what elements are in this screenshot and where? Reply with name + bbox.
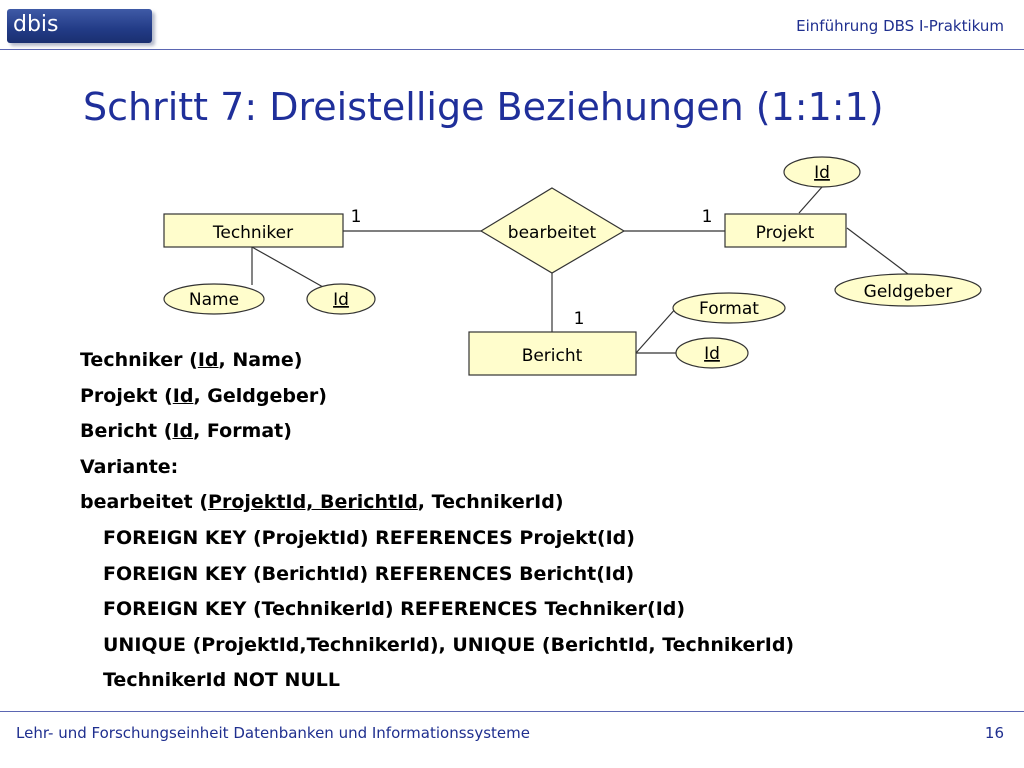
er-diagram: Techniker Projekt Bericht bearbeitet Nam… xyxy=(163,156,982,376)
variant-label: Variante: xyxy=(80,455,179,478)
header-rule xyxy=(0,49,1024,50)
edge-techniker-id xyxy=(251,246,324,288)
entity-techniker xyxy=(163,213,344,248)
constraint-line: UNIQUE (ProjektId,TechnikerId), UNIQUE (… xyxy=(103,633,795,656)
constraint-line: FOREIGN KEY (TechnikerId) REFERENCES Tec… xyxy=(103,598,686,621)
relationship-bearbeitet xyxy=(479,187,626,274)
attribute-bericht-format xyxy=(672,292,786,324)
slide-body: Techniker (Id, Name) Projekt (Id, Geldge… xyxy=(80,347,794,703)
attribute-bericht-format-label: Format xyxy=(699,299,759,319)
entity-projekt-label: Projekt xyxy=(756,223,815,243)
entity-bericht-label: Bericht xyxy=(522,346,583,366)
attribute-projekt-id xyxy=(783,156,861,188)
entity-bericht xyxy=(468,331,637,376)
attribute-projekt-geldgeber-label: Geldgeber xyxy=(864,282,953,302)
edge-bericht-format xyxy=(635,306,678,354)
logo-text: dbis xyxy=(13,12,59,37)
attribute-projekt-geldgeber xyxy=(834,273,982,307)
attribute-techniker-id xyxy=(306,283,376,315)
attribute-techniker-name xyxy=(163,283,265,315)
constraint-line: FOREIGN KEY (ProjektId) REFERENCES Proje… xyxy=(103,526,635,549)
cardinality-projekt: 1 xyxy=(702,207,713,227)
relation-bericht: Bericht (Id, Format) xyxy=(80,420,292,443)
edge-projekt-id xyxy=(798,186,823,214)
attribute-techniker-id-label: Id xyxy=(333,290,349,310)
constraint-line: FOREIGN KEY (BerichtId) REFERENCES Beric… xyxy=(103,562,635,585)
primary-key: Id xyxy=(172,384,194,407)
attribute-bericht-id-label: Id xyxy=(704,344,720,364)
edge-projekt-geldgeber xyxy=(846,227,909,275)
relation-techniker: Techniker (Id, Name) xyxy=(80,349,303,371)
attribute-techniker-name-label: Name xyxy=(189,290,239,310)
footer-rule xyxy=(0,711,1024,712)
page-number: 16 xyxy=(984,724,1004,742)
attribute-bericht-id xyxy=(675,337,749,369)
relation-projekt: Projekt (Id, Geldgeber) xyxy=(80,384,327,407)
slide-title: Schritt 7: Dreistellige Beziehungen (1:1… xyxy=(83,85,884,129)
cardinality-techniker: 1 xyxy=(351,207,362,227)
relationship-bearbeitet-label: bearbeitet xyxy=(508,223,597,243)
primary-key: Id xyxy=(197,349,219,371)
footer-institution: Lehr- und Forschungseinheit Datenbanken … xyxy=(16,724,530,742)
primary-key: ProjektId, BerichtId xyxy=(208,491,418,514)
entity-techniker-label: Techniker xyxy=(212,223,293,243)
primary-key: Id xyxy=(172,420,194,443)
attribute-projekt-id-label: Id xyxy=(814,163,830,183)
dbis-logo: dbis xyxy=(7,9,152,43)
entity-projekt xyxy=(724,213,847,248)
relation-bearbeitet: bearbeitet (ProjektId, BerichtId, Techni… xyxy=(80,491,564,514)
course-title: Einführung DBS I-Praktikum xyxy=(796,17,1004,35)
constraint-line: TechnikerId NOT NULL xyxy=(103,669,340,692)
cardinality-bericht: 1 xyxy=(574,309,585,329)
